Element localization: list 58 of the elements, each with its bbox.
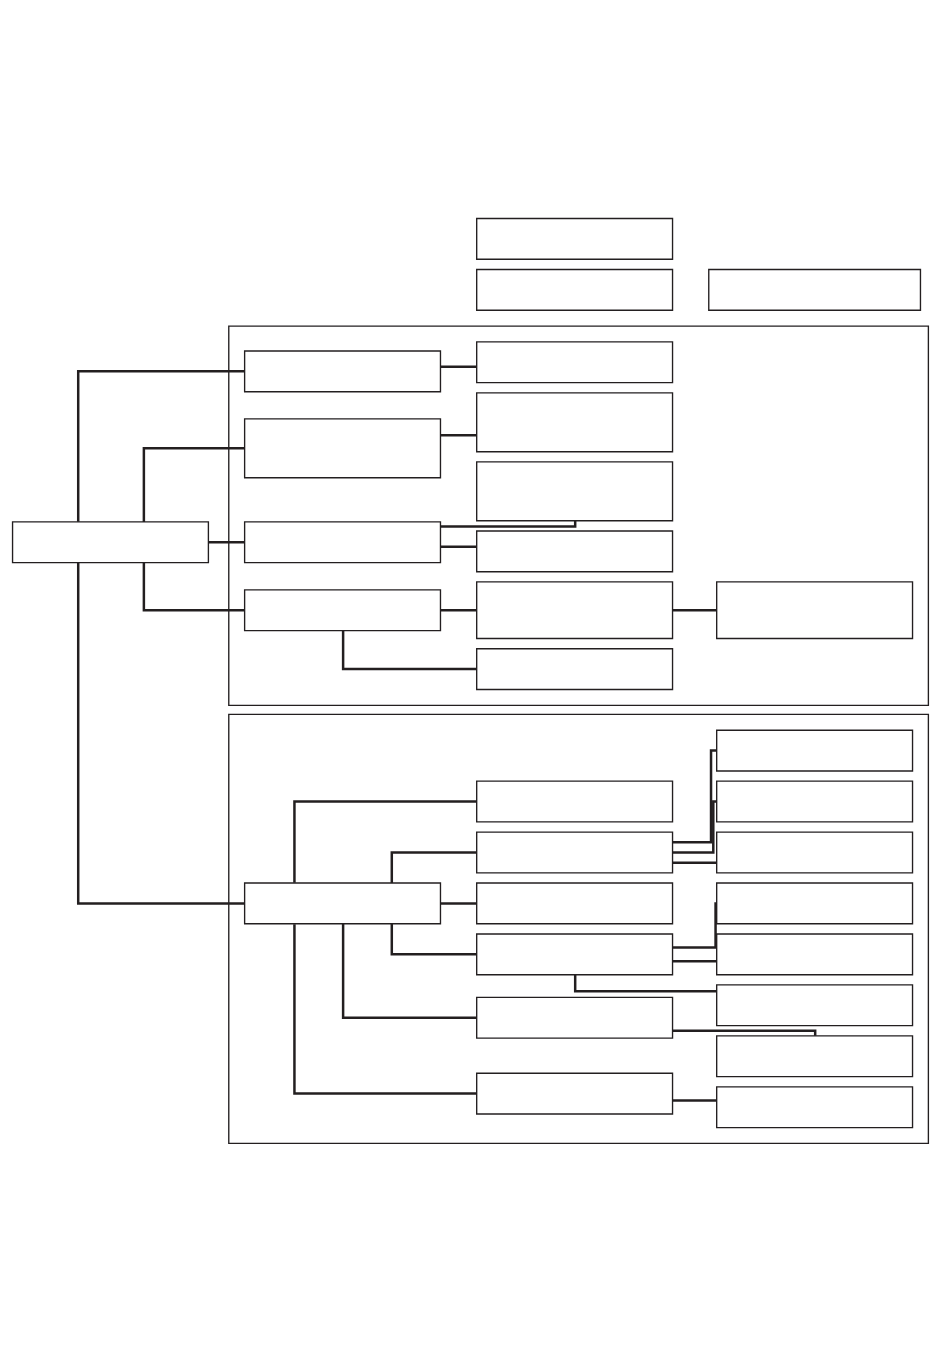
connector — [341, 630, 477, 670]
connector — [293, 799, 477, 883]
node-box — [716, 983, 914, 1026]
node-box — [716, 1034, 914, 1077]
connector — [341, 923, 477, 1019]
connector — [672, 608, 717, 611]
node-box — [716, 881, 914, 924]
connector — [293, 923, 477, 1095]
node-box — [476, 780, 674, 823]
node-box — [243, 417, 442, 478]
connector — [390, 923, 477, 956]
connector — [672, 1029, 817, 1036]
connector — [440, 520, 577, 528]
node-box — [476, 268, 674, 311]
node-box — [716, 1085, 914, 1128]
node-box — [476, 932, 674, 975]
node-box — [716, 932, 914, 975]
node-box — [476, 217, 674, 260]
connector — [672, 959, 717, 962]
node-box — [243, 349, 442, 392]
connector — [440, 365, 477, 368]
connector — [142, 562, 245, 611]
node-box — [476, 391, 674, 452]
connector — [573, 974, 717, 992]
node-box — [243, 588, 442, 631]
connector — [672, 748, 717, 844]
connector — [440, 901, 477, 905]
connector — [76, 369, 245, 522]
connector — [672, 799, 717, 854]
connector — [440, 608, 477, 611]
connector — [76, 562, 245, 905]
node-box — [476, 580, 674, 639]
connector — [672, 1098, 717, 1102]
connector — [672, 901, 718, 949]
node-box — [716, 580, 914, 639]
node-box — [476, 647, 674, 690]
node-box — [716, 729, 914, 772]
node-box — [476, 996, 674, 1039]
node-box — [11, 520, 210, 563]
connector — [208, 540, 245, 544]
node-box — [476, 881, 674, 924]
node-box — [716, 830, 914, 874]
node-box — [476, 830, 674, 874]
node-box — [476, 460, 674, 521]
connector — [390, 850, 477, 883]
node-box — [476, 340, 674, 383]
connector — [440, 433, 477, 437]
node-box — [708, 268, 922, 311]
connector — [440, 545, 477, 548]
node-box — [476, 1072, 674, 1115]
cluster — [228, 713, 930, 1144]
connector — [142, 446, 245, 522]
node-box — [716, 780, 914, 823]
node-box — [476, 529, 674, 572]
node-box — [243, 520, 442, 563]
connector — [672, 860, 717, 864]
node-box — [243, 881, 442, 924]
cluster — [228, 324, 930, 706]
